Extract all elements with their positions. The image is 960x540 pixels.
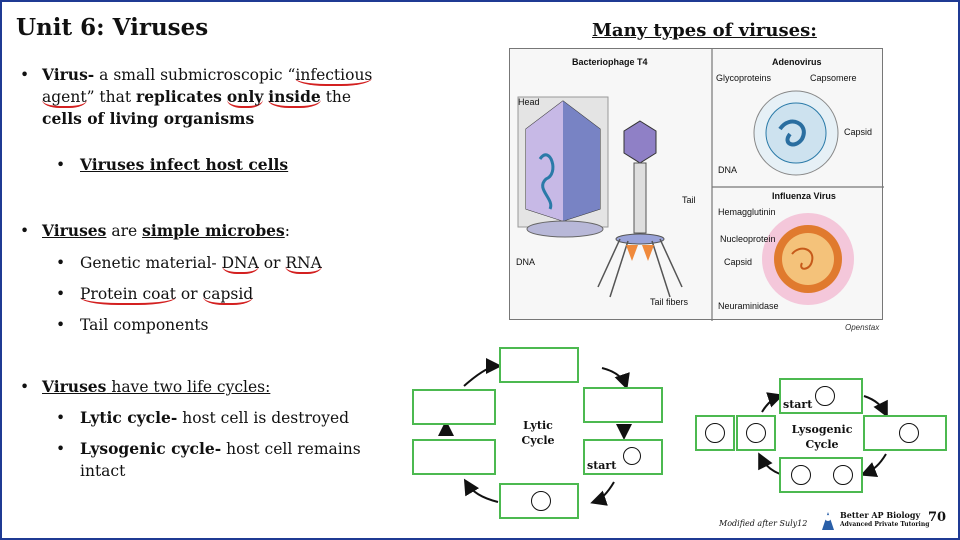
lysogenic-cell-division — [779, 457, 863, 493]
label-glycoproteins: Glycoproteins — [716, 73, 772, 83]
label-bacteriophage: Bacteriophage T4 — [572, 57, 648, 67]
label-lytic-start: start — [587, 459, 617, 472]
lytic-cell-start — [583, 439, 663, 475]
label-influenza: Influenza Virus — [772, 191, 836, 201]
dna-circle — [815, 386, 835, 406]
label-dna: DNA — [516, 257, 536, 267]
label-lytic-cycle: Lytic Cycle — [521, 419, 555, 447]
dna-circle — [531, 491, 551, 511]
lysogenic-cell-left-b — [736, 415, 776, 451]
label-tail-fibers: Tail fibers — [650, 297, 689, 307]
lytic-cell-injection — [499, 483, 579, 519]
label-hemagglutinin: Hemagglutinin — [718, 207, 776, 217]
lysogenic-cell-start — [779, 378, 863, 414]
label-nucleoprotein: Nucleoprotein — [720, 234, 776, 244]
lytic-cell-replication — [412, 439, 496, 475]
figure-credit: Openstax — [845, 323, 880, 332]
label-adenovirus: Adenovirus — [772, 57, 822, 67]
lytic-cell-synthesis — [412, 389, 496, 425]
lytic-cell-assembly — [499, 347, 579, 383]
label-capsomere: Capsomere — [810, 73, 857, 83]
word-infectious: infectious — [295, 66, 373, 86]
brand-name: Better AP Biology — [840, 510, 921, 520]
text-viruses-infect: Viruses infect host cells — [80, 155, 289, 174]
virus-figure: Bacteriophage T4 Adenovirus Influenza Vi… — [509, 48, 884, 321]
virus-illustration — [517, 49, 884, 321]
label-flu-capsid: Capsid — [724, 257, 753, 267]
word-agent: agent — [42, 88, 87, 108]
label-head: Head — [518, 97, 540, 107]
page-number: 70 — [928, 510, 947, 525]
slide-title: Unit 6: Viruses — [16, 14, 209, 41]
label-lysogenic-cycle: Lysogenic Cycle — [791, 423, 853, 451]
label-tail: Tail — [682, 195, 696, 205]
label-capsid: Capsid — [844, 127, 873, 137]
right-title: Many types of viruses: — [592, 20, 817, 41]
lysogenic-cell-left-a — [695, 415, 735, 451]
dna-circle — [899, 423, 919, 443]
lytic-cell-lysis — [583, 387, 663, 423]
lysogenic-cell-integration — [863, 415, 947, 451]
brand-tagline: Advanced Private Tutoring — [840, 521, 930, 528]
bullet-dot: • — [20, 66, 30, 84]
label-adeno-dna: DNA — [718, 165, 738, 175]
footer-modified: Modified after Suly12 — [719, 519, 808, 528]
brand-logo-icon — [818, 508, 838, 532]
lysogenic-cycle-arrows — [758, 392, 888, 477]
lytic-cycle-arrows — [438, 358, 632, 506]
label-neuraminidase: Neuraminidase — [718, 301, 779, 311]
term-virus: Virus- — [42, 65, 95, 84]
dna-circle — [623, 447, 641, 465]
label-lysogenic-start: start — [783, 398, 813, 411]
